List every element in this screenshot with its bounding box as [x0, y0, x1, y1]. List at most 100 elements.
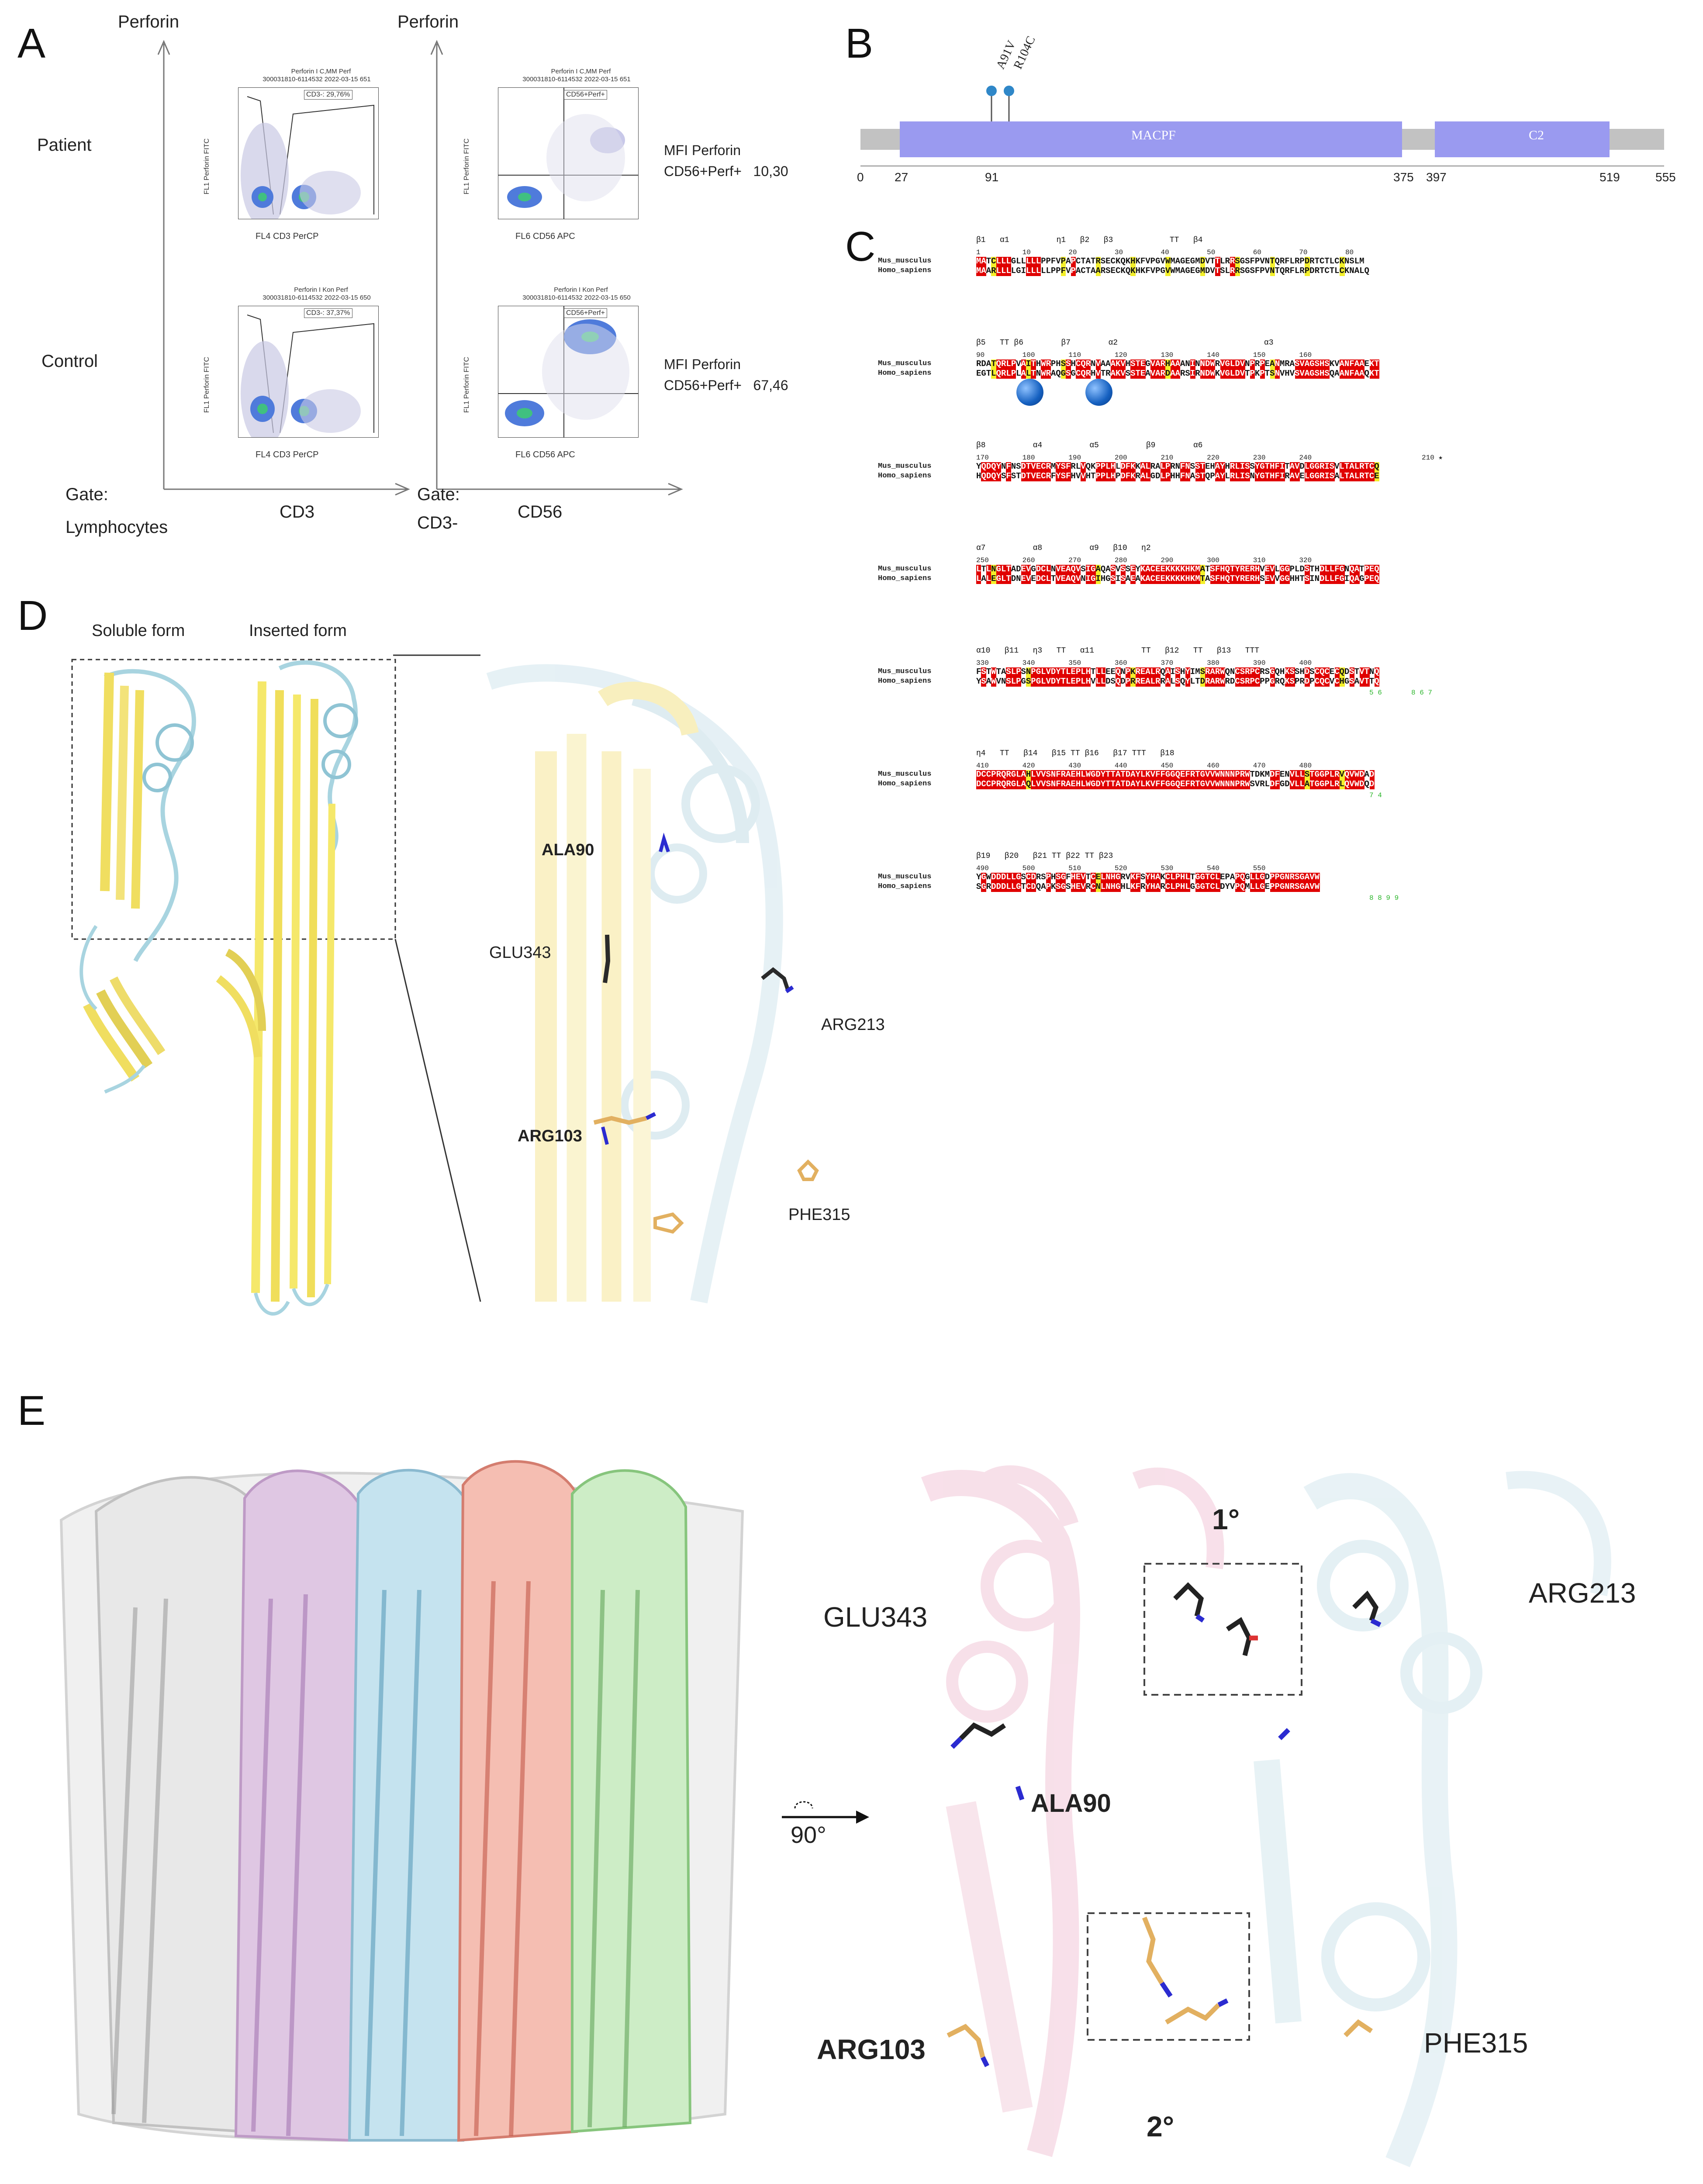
- secondary-structure-row: β19 β20 β21 TT β22 TT β23: [976, 852, 1113, 860]
- mouse-sequence: LTLNGLTADEVGDCLNVEAQVSIGAQASVSSEYKACEEKK…: [976, 564, 1379, 574]
- facs-scatter: [241, 96, 374, 228]
- conserved-residue-bg: [1155, 667, 1161, 687]
- conserved-residue-bg: [1330, 770, 1335, 789]
- a-row-control: Control: [41, 352, 98, 371]
- conserved-residue-bg: [1056, 667, 1061, 687]
- inserted-form-label: Inserted form: [249, 622, 347, 640]
- conserved-residue-bg: [996, 359, 1001, 379]
- conserved-residue-bg: [1265, 565, 1270, 584]
- conserved-residue-bg: [1205, 667, 1210, 687]
- mouse-sequence: YQDQYNFNSDTVECRMYSFRLVQKPPLHLDFKKALRALPR…: [976, 462, 1379, 471]
- conserved-residue-bg: [1330, 462, 1335, 481]
- conserved-residue-bg: [1150, 565, 1156, 584]
- secondary-structure-row: η4 TT β14 β15 TT β16 β17 TTT β18: [976, 749, 1174, 758]
- conserved-residue-bg: [996, 462, 1001, 481]
- conserved-residue-bg: [1369, 770, 1375, 789]
- human-sequence: HQDQYSFSTDTVECRFYSFHVVHTPPLHPDFKRALGDLPH…: [976, 471, 1379, 481]
- conserved-residue-bg: [1165, 565, 1171, 584]
- conserved-residue-bg: [1260, 462, 1265, 481]
- conserved-residue-bg: [1315, 873, 1320, 892]
- a-xaxis-label-1: CD3: [280, 502, 315, 522]
- conserved-residue-bg: [1081, 770, 1086, 789]
- conserved-residue-bg: [991, 873, 996, 892]
- conserved-residue-bg: [1334, 565, 1340, 584]
- conserved-residue-bg: [1240, 565, 1245, 584]
- conserved-residue-bg: [1006, 359, 1011, 379]
- conserved-residue-bg: [1031, 359, 1036, 379]
- c2-domain: [1435, 121, 1610, 157]
- conserved-residue-bg: [1260, 873, 1265, 892]
- conserved-residue-bg: [1285, 873, 1290, 892]
- conserved-residue-bg: [1230, 359, 1235, 379]
- conserved-residue-bg: [1060, 565, 1066, 584]
- conserved-residue-bg: [1315, 667, 1320, 687]
- conserved-residue-bg: [1155, 873, 1161, 892]
- conserved-residue-bg: [1230, 257, 1235, 276]
- conserved-residue-bg: [1060, 667, 1066, 687]
- conserved-residue-bg: [1200, 770, 1206, 789]
- e-residue-arg103: ARG103: [817, 2034, 926, 2065]
- conserved-residue-bg: [1130, 565, 1136, 584]
- conserved-residue-bg: [1280, 873, 1285, 892]
- soluble-form-label: Soluble form: [92, 622, 185, 640]
- conserved-residue-bg: [986, 462, 991, 481]
- conserved-residue-bg: [1350, 565, 1355, 584]
- conserved-residue-bg: [1116, 770, 1121, 789]
- conserved-residue-bg: [1120, 565, 1126, 584]
- conserved-residue-bg: [1140, 770, 1146, 789]
- conserved-residue-bg: [1095, 770, 1101, 789]
- conserved-residue-bg: [1220, 667, 1225, 687]
- conserved-residue-bg: [1085, 359, 1091, 379]
- conserved-residue-bg: [1220, 565, 1225, 584]
- conserved-residue-bg: [1210, 667, 1216, 687]
- interface-view: [921, 1465, 1611, 2167]
- conserved-residue-bg: [1060, 770, 1066, 789]
- conserved-residue-bg: [991, 462, 996, 481]
- facs-scatter: [498, 88, 638, 219]
- conserved-residue-bg: [1036, 565, 1041, 584]
- conserved-residue-bg: [1375, 359, 1380, 379]
- conserved-residue-bg: [1275, 359, 1280, 379]
- conserved-residue-bg: [1205, 770, 1210, 789]
- conserved-residue-bg: [1270, 462, 1275, 481]
- conserved-residue-bg: [1150, 667, 1156, 687]
- conserved-residue-bg: [1290, 462, 1295, 481]
- similar-residue-bg: [1165, 257, 1171, 276]
- conserved-residue-bg: [1235, 359, 1240, 379]
- conserved-residue-bg: [1036, 770, 1041, 789]
- mutation-star: 210 ★: [1422, 454, 1443, 462]
- species-label: Mus_musculus: [878, 565, 932, 573]
- conserved-residue-bg: [1135, 359, 1141, 379]
- conserved-residue-bg: [1325, 667, 1330, 687]
- conserved-residue-bg: [1155, 359, 1161, 379]
- conserved-residue-bg: [1190, 565, 1195, 584]
- conserved-residue-bg: [1240, 667, 1245, 687]
- conserved-residue-bg: [1140, 667, 1146, 687]
- facs-gate-label: CD3-: 29,76%: [304, 90, 352, 100]
- facs-frame: CD56+Perf+: [498, 87, 639, 219]
- human-sequence: EGTLQRLPLALTNWRAQGSGCQRHVTRAKVSSTEAVARDA…: [976, 369, 1379, 378]
- conserved-residue-bg: [1036, 462, 1041, 481]
- conserved-residue-bg: [1250, 667, 1255, 687]
- conserved-residue-bg: [1006, 565, 1011, 584]
- conserved-residue-bg: [1160, 462, 1166, 481]
- conserved-residue-bg: [1126, 462, 1131, 481]
- conserved-residue-bg: [1340, 462, 1345, 481]
- conserved-residue-bg: [1220, 359, 1225, 379]
- similar-residue-bg: [991, 257, 996, 276]
- site2-label: 2°: [1147, 2110, 1174, 2143]
- species-label: Homo_sapiens: [878, 882, 932, 891]
- conserved-residue-bg: [1210, 770, 1216, 789]
- conserved-residue-bg: [1041, 462, 1046, 481]
- conserved-residue-bg: [1359, 667, 1365, 687]
- conserved-residue-bg: [1200, 359, 1206, 379]
- facs-scatter: [498, 306, 638, 437]
- panel-e-label: E: [17, 1387, 46, 1434]
- conserved-residue-bg: [1205, 873, 1210, 892]
- conserved-residue-bg: [986, 770, 991, 789]
- conserved-residue-bg: [1240, 873, 1245, 892]
- facs-title: Perforin I C,MM Perf: [291, 68, 351, 75]
- mouse-sequence: RDATQRLPVAITHWRPHSSHCQRNVAAAKVHSTEGVARHA…: [976, 359, 1379, 369]
- conserved-residue-bg: [1230, 462, 1235, 481]
